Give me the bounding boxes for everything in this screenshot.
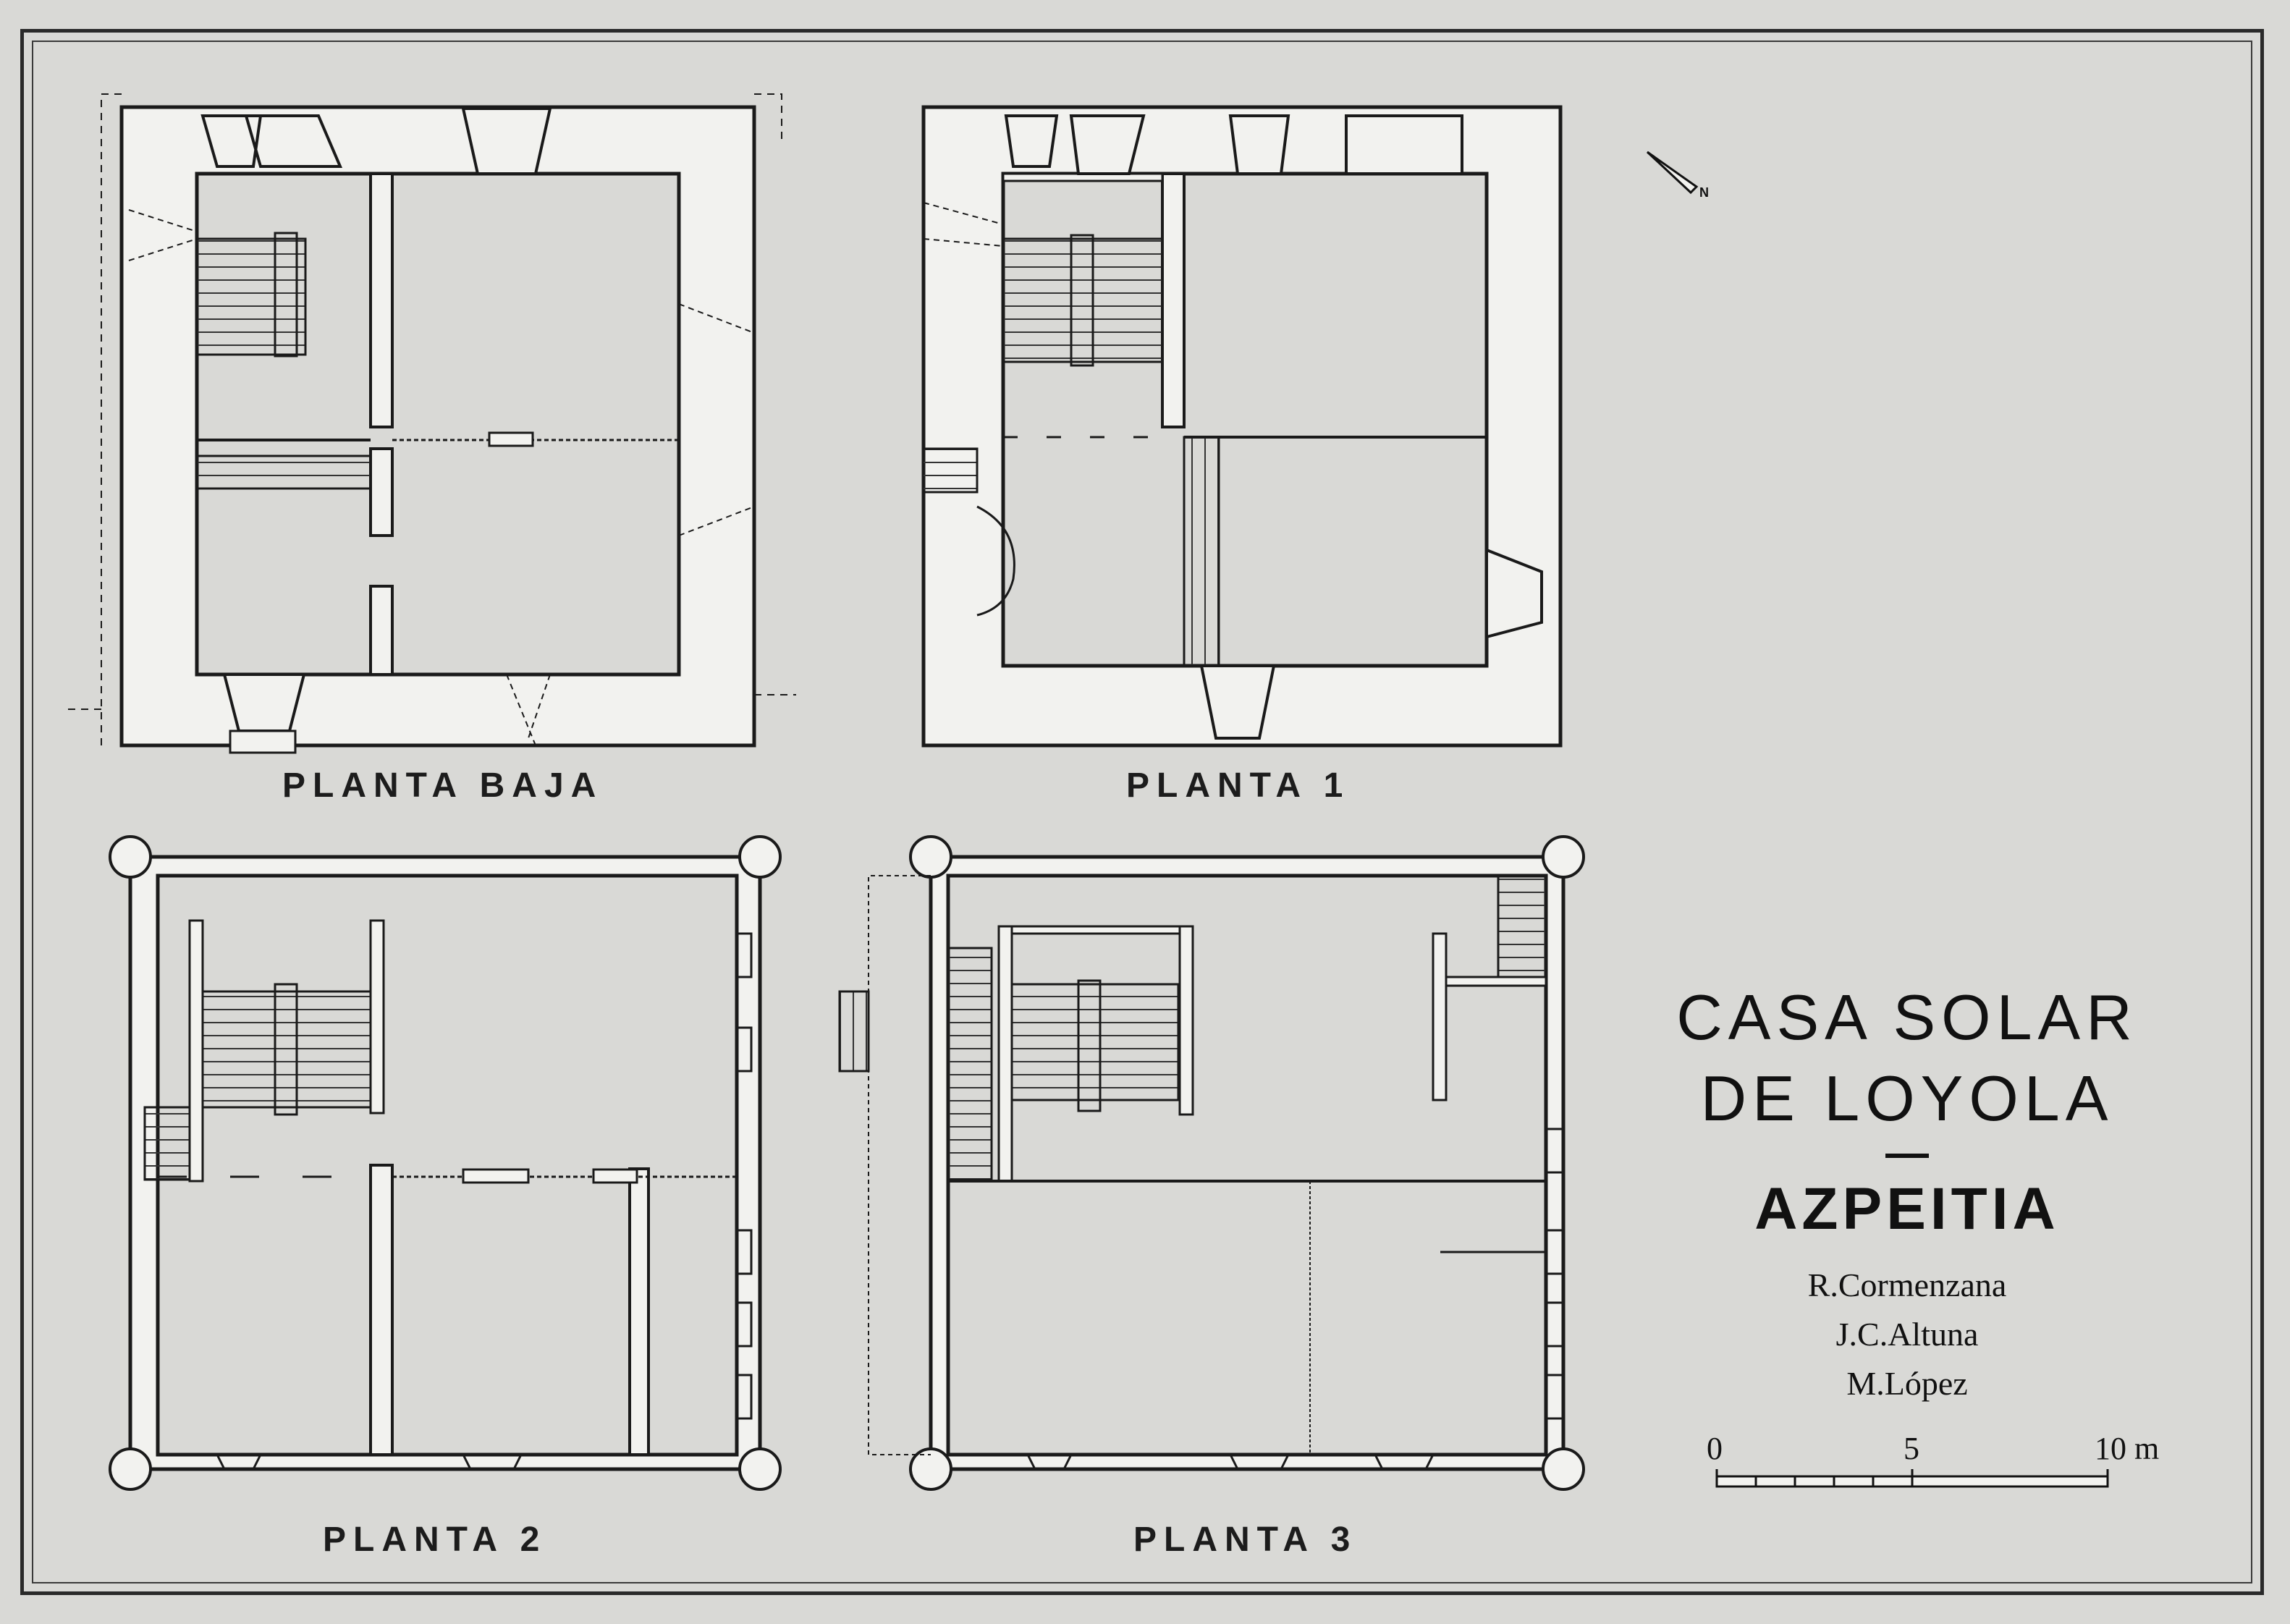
plan-label-third: PLANTA 3: [1133, 1521, 1358, 1559]
plan-label-second: PLANTA 2: [323, 1521, 547, 1559]
scale-label-start: 0: [1707, 1431, 1723, 1466]
author-1: R.Cormenzana: [1807, 1266, 2007, 1303]
north-arrow-icon: [1646, 151, 1699, 195]
north-label: N: [1699, 185, 1709, 200]
plan-first-floor: [921, 105, 1563, 748]
author-3: M.López: [1846, 1365, 1968, 1402]
scale-bar: [1715, 1469, 2109, 1488]
drawing-frame-inner: [32, 41, 2252, 1583]
title-line-1: CASA SOLAR: [1676, 981, 2138, 1053]
scale-label-mid: 5: [1904, 1431, 1919, 1466]
plan-third-floor: [838, 835, 1585, 1491]
plan-label-first: PLANTA 1: [1126, 766, 1351, 805]
title-city: AZPEITIA: [1754, 1176, 2060, 1242]
title-line-2: DE LOYOLA: [1700, 1062, 2114, 1134]
scale-label-end: 10 m: [2095, 1431, 2160, 1466]
drawing-frame-outer: [20, 29, 2264, 1595]
author-2: J.C.Altuna: [1835, 1316, 1979, 1353]
plan-label-ground: PLANTA BAJA: [282, 766, 604, 805]
title-block: CASA SOLAR DE LOYOLA AZPEITIA R.Cormenza…: [1592, 977, 2222, 1408]
plan-ground-floor: [64, 93, 796, 754]
title-separator: [1885, 1154, 1929, 1158]
plan-second-floor: [109, 835, 782, 1491]
